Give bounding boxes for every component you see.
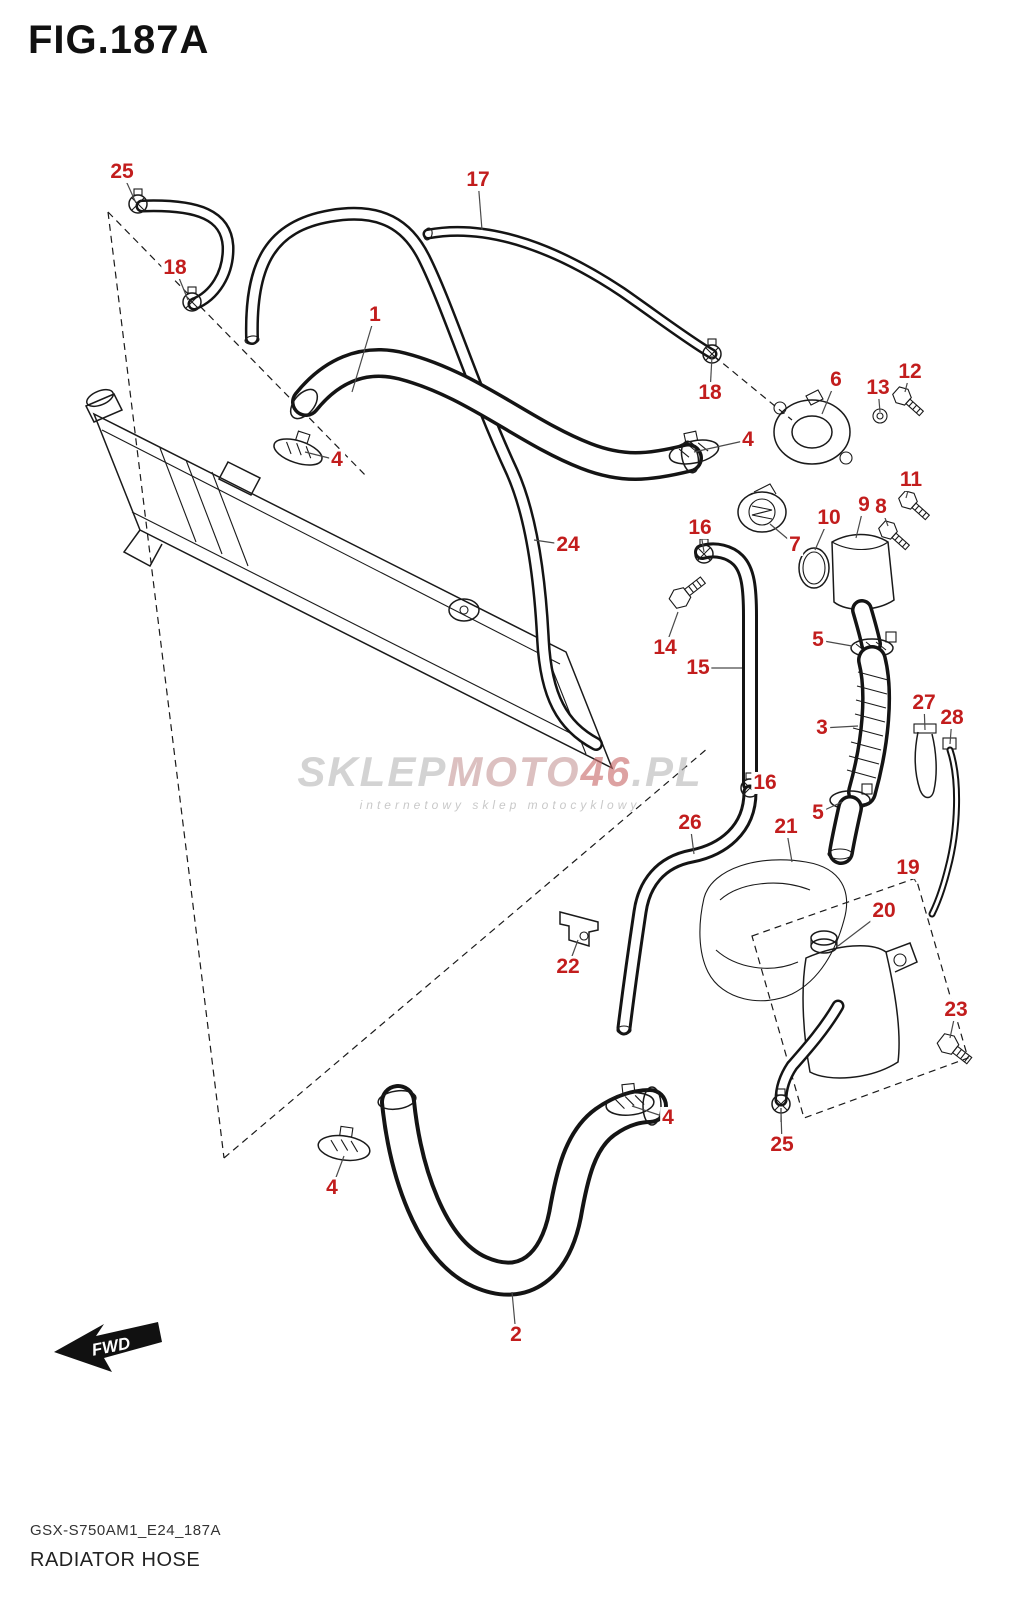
watermark-part2: MOTO bbox=[447, 748, 581, 795]
bracket-22 bbox=[559, 911, 599, 948]
union-bolt-14 bbox=[668, 576, 707, 609]
part-callout-1: 1 bbox=[367, 302, 383, 327]
part-callout-28: 28 bbox=[938, 705, 966, 730]
thermostat-cover bbox=[773, 389, 853, 465]
part-callout-19: 19 bbox=[894, 855, 922, 880]
bolt-11 bbox=[898, 490, 931, 521]
hose-15 bbox=[694, 542, 758, 792]
part-callout-18: 18 bbox=[161, 255, 189, 280]
thermostat-case-9 bbox=[831, 533, 895, 655]
footer: GSX-S750AM1_E24_187A RADIATOR HOSE bbox=[30, 1522, 221, 1572]
clamp-18-left bbox=[182, 286, 202, 312]
part-callout-16: 16 bbox=[686, 515, 714, 540]
part-callout-2: 2 bbox=[508, 1322, 524, 1347]
bolt-23 bbox=[936, 1033, 973, 1065]
part-callout-13: 13 bbox=[864, 375, 892, 400]
part-callout-3: 3 bbox=[814, 715, 830, 740]
clamp-16-bottom bbox=[740, 772, 760, 798]
reservoir-box-dashed bbox=[751, 877, 969, 1119]
frame-reference-dashed bbox=[107, 211, 793, 1159]
part-callout-11: 11 bbox=[897, 467, 925, 492]
cable-tie-28 bbox=[928, 737, 961, 918]
part-callout-4: 4 bbox=[660, 1105, 676, 1130]
clamp-4-right bbox=[668, 430, 720, 465]
fwd-arrow: FWD bbox=[54, 1322, 162, 1372]
watermark-part1: SKLEP bbox=[297, 748, 448, 795]
watermark-part3: 46 bbox=[580, 748, 632, 795]
fwd-label: FWD bbox=[90, 1334, 132, 1360]
part-callout-20: 20 bbox=[870, 898, 898, 923]
hose-2 bbox=[377, 1084, 668, 1297]
hose-1 bbox=[289, 348, 703, 481]
pump-stub bbox=[827, 795, 863, 865]
part-callout-6: 6 bbox=[828, 367, 844, 392]
part-callout-18: 18 bbox=[696, 380, 724, 405]
hose-21 bbox=[699, 859, 848, 1002]
bolt-12 bbox=[892, 386, 925, 417]
clamp-4-lower-left bbox=[317, 1125, 371, 1162]
part-callout-25: 25 bbox=[108, 159, 136, 184]
part-callout-14: 14 bbox=[651, 635, 679, 660]
part-callout-12: 12 bbox=[896, 359, 924, 384]
radiator-pipe bbox=[244, 206, 603, 751]
bolt-8 bbox=[878, 520, 911, 551]
thermostat-7 bbox=[737, 483, 787, 533]
part-callout-15: 15 bbox=[684, 655, 712, 680]
clamp-5-top bbox=[850, 631, 897, 658]
part-callout-5: 5 bbox=[810, 800, 826, 825]
watermark-subtitle: internetowy sklep motocyklowy bbox=[359, 798, 641, 812]
part-callout-17: 17 bbox=[464, 167, 492, 192]
part-callout-16: 16 bbox=[751, 770, 779, 795]
clamp-25-top bbox=[128, 188, 148, 214]
holder-27 bbox=[913, 723, 937, 799]
part-callout-10: 10 bbox=[815, 505, 843, 530]
figure-title: FIG.187A bbox=[28, 18, 210, 62]
breather-hose bbox=[135, 199, 235, 311]
clamp-4-lower-right bbox=[605, 1082, 655, 1116]
part-callout-21: 21 bbox=[772, 814, 800, 839]
part-callout-23: 23 bbox=[942, 997, 970, 1022]
clamp-4-left bbox=[273, 430, 323, 466]
part-callout-25: 25 bbox=[768, 1132, 796, 1157]
part-callout-22: 22 bbox=[554, 954, 582, 979]
part-callout-5: 5 bbox=[810, 627, 826, 652]
clamp-16-top bbox=[694, 538, 714, 564]
clamp-18-right bbox=[702, 338, 722, 364]
part-callout-4: 4 bbox=[740, 427, 756, 452]
part-callout-27: 27 bbox=[910, 690, 938, 715]
o-ring-10 bbox=[798, 547, 830, 589]
part-callout-7: 7 bbox=[787, 532, 803, 557]
part-callout-8: 8 bbox=[873, 494, 889, 519]
hose-26 bbox=[616, 784, 758, 1036]
watermark-text: SKLEPMOTO46.PL bbox=[250, 748, 750, 796]
figure-name: RADIATOR HOSE bbox=[30, 1549, 201, 1571]
watermark: SKLEPMOTO46.PL internetowy sklep motocyk… bbox=[250, 748, 750, 812]
watermark-part4: .PL bbox=[631, 748, 703, 795]
part-callout-4: 4 bbox=[324, 1175, 340, 1200]
hose-17 bbox=[422, 225, 718, 360]
part-callout-26: 26 bbox=[676, 810, 704, 835]
reservoir-tank bbox=[774, 930, 918, 1122]
part-callout-24: 24 bbox=[554, 532, 582, 557]
part-callout-9: 9 bbox=[856, 492, 872, 517]
washer-13 bbox=[872, 408, 888, 424]
clamp-25-bottom bbox=[771, 1088, 791, 1114]
model-code: GSX-S750AM1_E24_187A bbox=[30, 1522, 221, 1539]
corrugated-hose-3 bbox=[846, 645, 892, 807]
part-callout-4: 4 bbox=[329, 447, 345, 472]
clamp-5-bottom bbox=[829, 783, 873, 810]
radiator bbox=[84, 388, 614, 770]
